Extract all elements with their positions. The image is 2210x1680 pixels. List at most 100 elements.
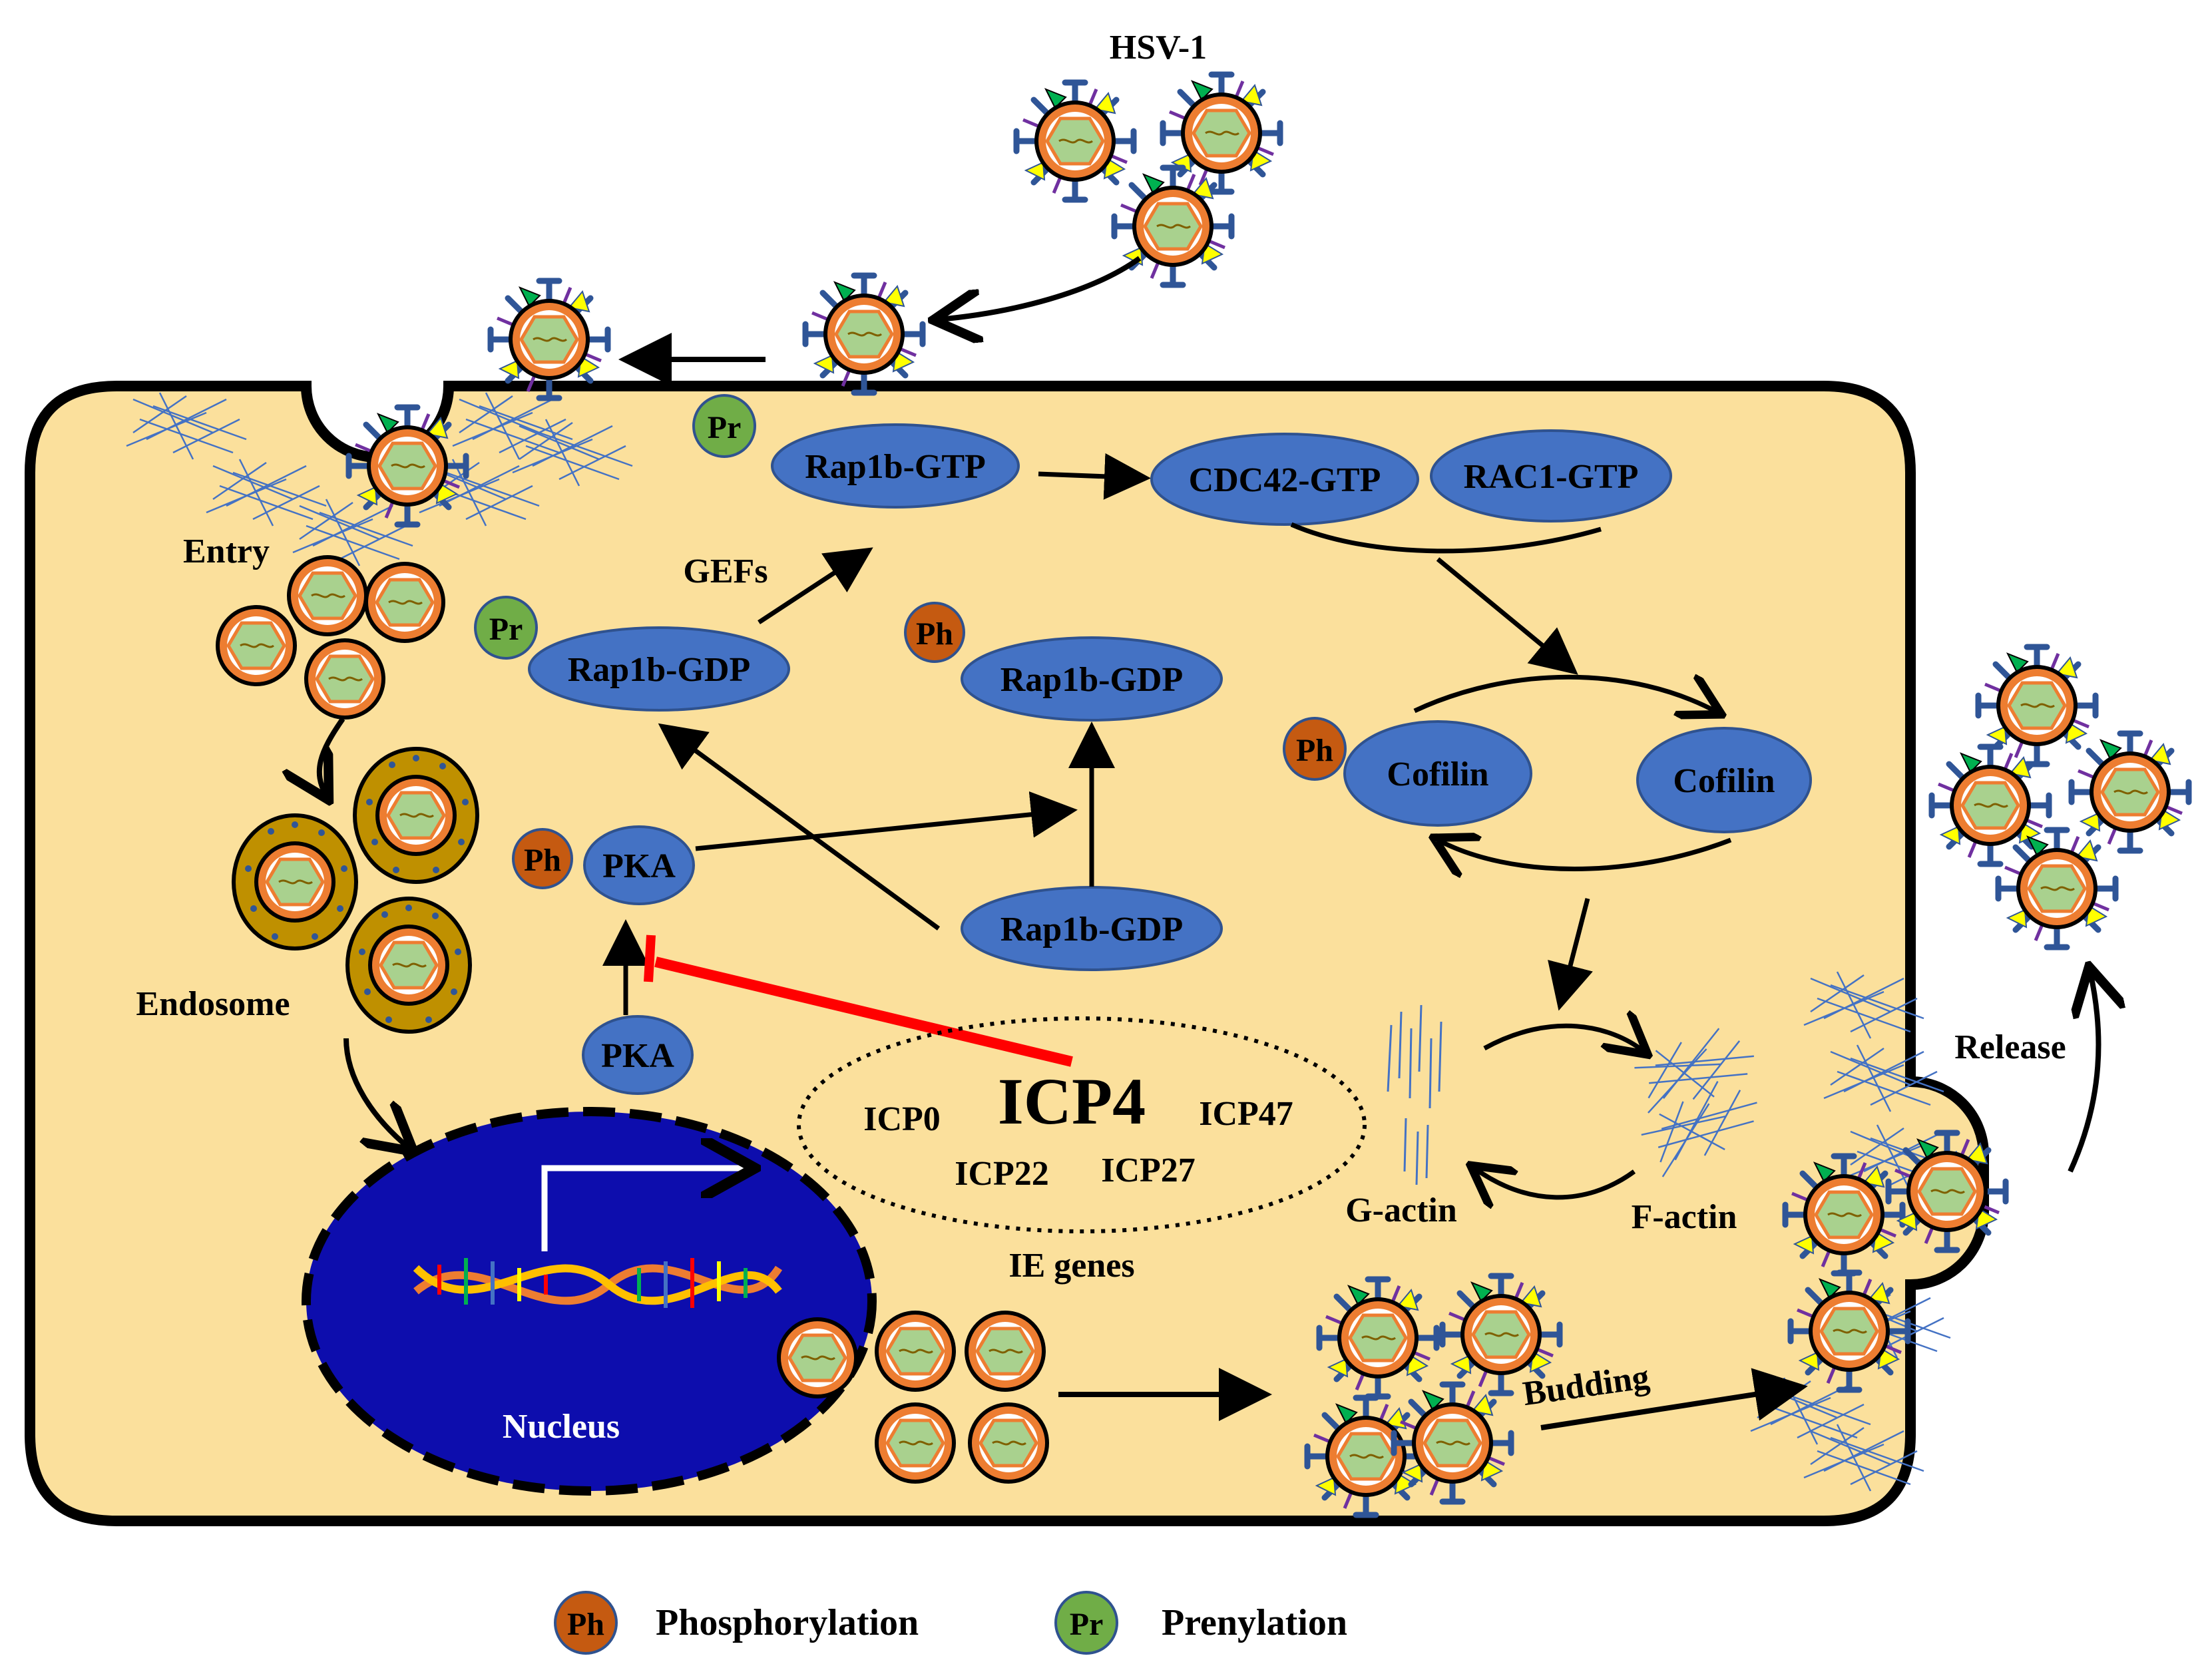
- pka-inactive-label: PKA: [601, 1037, 674, 1075]
- ie-genes-label: IE genes: [1008, 1247, 1134, 1285]
- hsv1-virion-icon: [1016, 83, 1134, 200]
- rap1b-gdp-phosphorylated-label: Rap1b-GDP: [1000, 661, 1183, 699]
- capsid-icon: [366, 564, 443, 641]
- pka-phosphorylated-label: PKA: [602, 847, 676, 885]
- endosome-icon: [355, 749, 477, 882]
- actin-depolymerization-arrow: [1474, 1168, 1636, 1197]
- hsv1-virion-icon: [1888, 1133, 2006, 1250]
- legend-prenylation-badge: Pr: [1070, 1607, 1104, 1642]
- entry-stage: Entry: [183, 532, 443, 718]
- endosome-stage: Endosome: [136, 749, 477, 1032]
- cdc42-gtp-label: CDC42-GTP: [1189, 461, 1381, 499]
- rap1b-gdp-free-node: [961, 886, 1223, 971]
- icp27-label: ICP27: [1101, 1152, 1196, 1189]
- legend-prenylation-label: Prenylation: [1162, 1602, 1347, 1643]
- prenylation-badge-label: Pr: [489, 612, 523, 647]
- nucleus-label: Nucleus: [503, 1408, 620, 1446]
- pka-inactive-node: [582, 1015, 694, 1095]
- phosphorylation-badge: [512, 828, 573, 889]
- endosome-icon: [234, 815, 356, 948]
- hsv1-title: HSV-1: [1110, 29, 1207, 67]
- rap1b-gtp-node: [771, 423, 1020, 509]
- pka-to-rap1b-arrow: [695, 791, 1078, 851]
- hsv1-virion-icon: [1785, 1156, 1902, 1273]
- rap1b-gdp-prenylated-label: Rap1b-GDP: [568, 651, 750, 689]
- gef-activation-arrow: [758, 547, 873, 624]
- icp22-label: ICP22: [955, 1155, 1049, 1193]
- entry-label: Entry: [183, 532, 270, 570]
- rac1-gtp-node: [1430, 429, 1672, 523]
- hsv1-virion-icon: [2072, 734, 2189, 851]
- signaling-pathway: Rap1b-GTP Pr CDC42-GTP RAC1-GTP GEFs Rap…: [474, 394, 1812, 1285]
- gtpase-to-cofilin-arrow: [1436, 557, 1578, 675]
- rap1b-gdp-phosphorylated-node: [961, 636, 1223, 722]
- rap1b-to-cdc42-arrow: [1038, 453, 1151, 500]
- nucleus: Nucleus: [302, 1107, 877, 1496]
- capsid-icon: [289, 557, 366, 634]
- cofilin-active-node: [1636, 727, 1812, 833]
- icp4-inhibition-bar: [644, 935, 656, 982]
- endosome-to-nucleus-arrow: [343, 1038, 409, 1148]
- attachment-arrow: [939, 256, 1142, 319]
- hsv1-virions-extracellular: HSV-1: [491, 29, 1280, 398]
- pka-phosphorylated-node: [583, 825, 695, 905]
- icp47-label: ICP47: [1199, 1095, 1293, 1133]
- gtpase-convergence-bracket: [1290, 522, 1602, 554]
- gefs-label: GEFs: [683, 552, 768, 590]
- capsid-icon: [877, 1404, 954, 1482]
- budding-arrow: [1540, 1368, 1808, 1430]
- g-actin-label: G-actin: [1345, 1191, 1457, 1229]
- icp4-inhibition-line: [654, 956, 1073, 1067]
- hsv1-virion-icon: [491, 281, 608, 398]
- capsid-icon: [306, 640, 383, 718]
- capsid-icon: [967, 1313, 1044, 1390]
- rap1b-gdp-prenylated-node: [528, 626, 790, 712]
- rap1b-prenylation-arrow: [658, 723, 941, 931]
- hsv1-virion-icon: [1307, 1398, 1425, 1515]
- legend-phosphorylation-icon: [554, 1591, 618, 1655]
- released-virions: [1932, 647, 2189, 947]
- hsv1-virion-icon: [1932, 747, 2049, 864]
- endosome-icon: [347, 899, 470, 1032]
- icp4-label: ICP4: [998, 1064, 1146, 1138]
- cofilin-phosphorylated-node: [1343, 720, 1532, 827]
- phosphorylation-badge: [1283, 717, 1347, 781]
- hsv1-virion-icon: [1114, 168, 1231, 285]
- dna-double-helix-icon: [413, 1258, 783, 1308]
- phosphorylation-badge-label: Ph: [916, 616, 953, 652]
- hsv1-virion-icon: [805, 276, 923, 393]
- cofilin-activation-arrow: [1413, 677, 1717, 712]
- phosphorylation-badge: [904, 602, 965, 663]
- nucleus-body: [302, 1107, 877, 1496]
- icp0-label: ICP0: [863, 1100, 941, 1138]
- hsv1-virion-icon: [1791, 1273, 1908, 1390]
- release-label: Release: [1954, 1028, 2066, 1066]
- capsid-icon: [877, 1313, 954, 1390]
- g-actin-filament-icon: [1387, 1004, 1442, 1185]
- cofilin-phosphorylated-label: Cofilin: [1387, 755, 1488, 793]
- prenylation-badge-label: Pr: [708, 410, 742, 445]
- hsv1-virion-icon: [1319, 1279, 1436, 1396]
- legend: Ph Phosphorylation Pr Prenylation: [554, 1591, 1347, 1655]
- rap1b-gdp-free-label: Rap1b-GDP: [1000, 911, 1183, 948]
- cofilin-inactivation-arrow: [1438, 840, 1732, 869]
- cofilin-active-label: Cofilin: [1673, 762, 1775, 800]
- actin-polymerization-arrow: [1483, 1026, 1644, 1052]
- legend-prenylation-icon: [1054, 1591, 1118, 1655]
- hsv1-virion-icon: [349, 407, 466, 525]
- hsv1-virion-icon: [1163, 75, 1280, 192]
- release-arrow: [2068, 972, 2098, 1173]
- phosphorylation-badge-label: Ph: [524, 843, 561, 878]
- entry-to-endosome-arrow: [320, 717, 345, 795]
- capsid-icon: [970, 1404, 1047, 1482]
- capsid-icon: [779, 1319, 856, 1396]
- transcription-start-arrow-icon: [541, 1168, 749, 1251]
- ie-protein-cluster: [797, 1016, 1367, 1233]
- hsv1-virion-icon: [1394, 1384, 1511, 1502]
- legend-phosphorylation-badge: Ph: [567, 1607, 604, 1642]
- hsv1-virion-icon: [1998, 830, 2115, 947]
- endosome-label: Endosome: [136, 985, 290, 1023]
- cofilin-to-actin-arrow: [1548, 898, 1593, 1011]
- rap1b-gtp-label: Rap1b-GTP: [805, 448, 986, 486]
